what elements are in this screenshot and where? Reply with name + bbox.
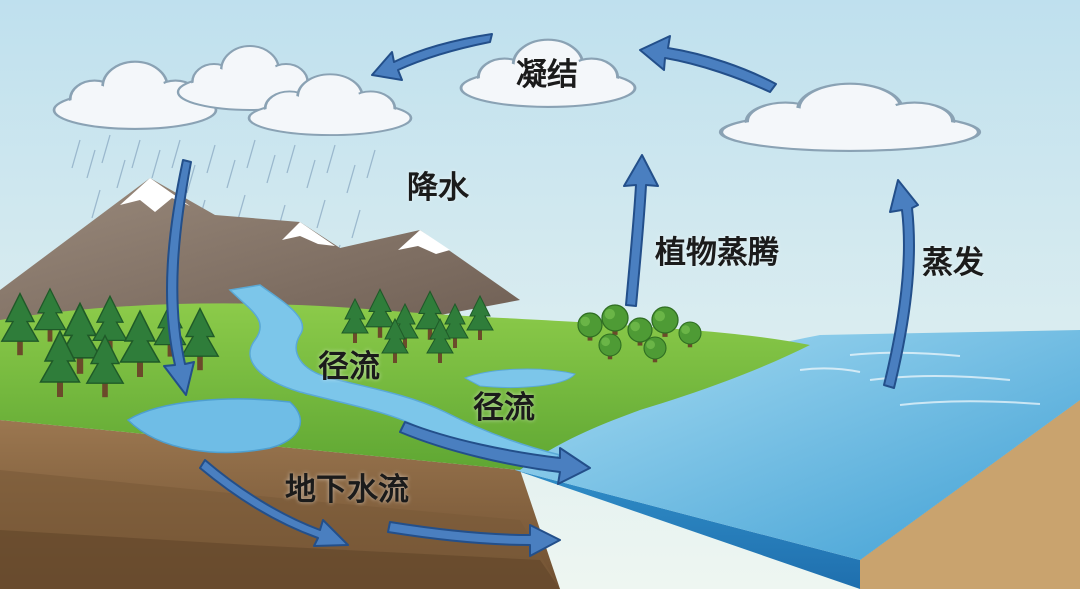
arrow-cloud-to-condensation bbox=[639, 35, 777, 93]
runoff-label-secondary: 径流 bbox=[473, 390, 535, 426]
arrow-evaporation bbox=[883, 179, 919, 389]
transpiration-label: 植物蒸腾 bbox=[655, 235, 779, 271]
pond bbox=[463, 368, 576, 388]
arrow-precipitation bbox=[163, 159, 195, 396]
arrow-groundwater-2 bbox=[387, 521, 561, 557]
arrow-groundwater-1 bbox=[199, 459, 349, 547]
arrow-transpiration bbox=[623, 154, 659, 307]
lake bbox=[126, 398, 302, 454]
groundwater-label: 地下水流 bbox=[285, 472, 409, 508]
evaporation-label: 蒸发 bbox=[922, 245, 984, 281]
arrow-runoff bbox=[399, 421, 591, 485]
arrow-condensation-to-rain bbox=[371, 33, 493, 81]
ocean-floor-edge bbox=[860, 400, 1080, 589]
precipitation-label: 降水 bbox=[407, 170, 469, 206]
condensation-label: 凝结 bbox=[516, 57, 578, 93]
mountains bbox=[0, 178, 520, 330]
runoff-label: 径流 bbox=[318, 349, 380, 385]
flow-arrow-icon bbox=[163, 33, 919, 557]
